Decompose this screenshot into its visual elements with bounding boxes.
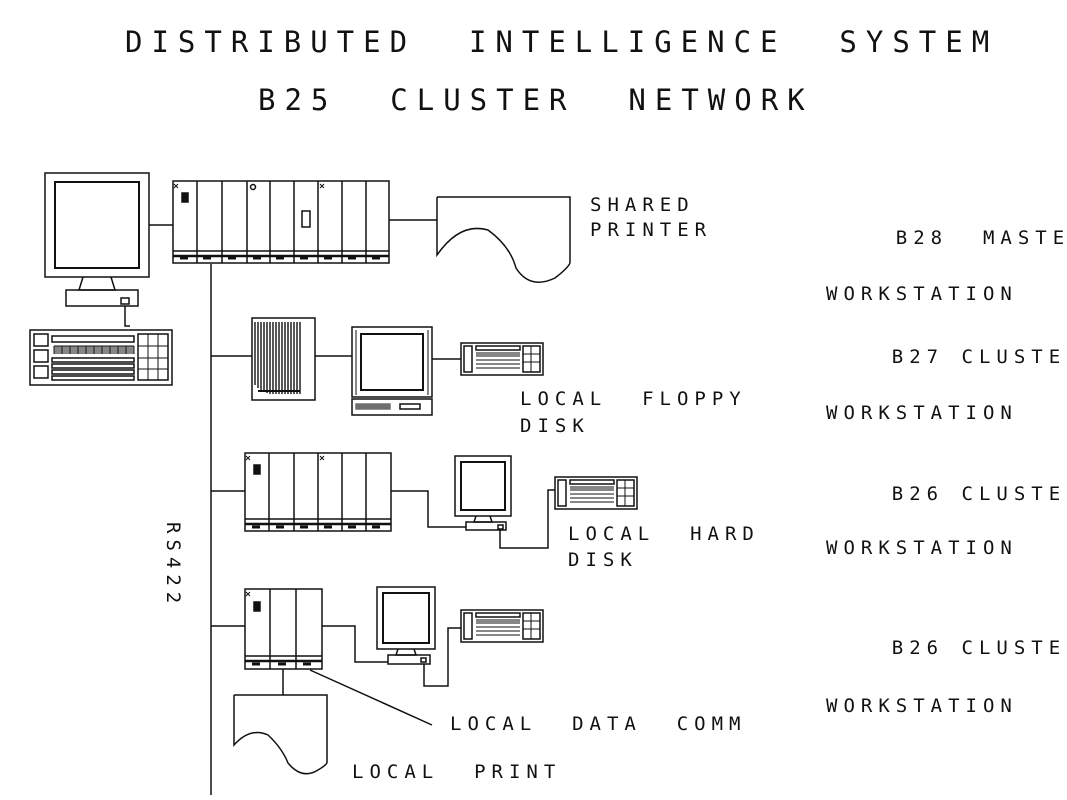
local-data-comm-pointer [310, 670, 432, 725]
b26-cabinet-1 [245, 453, 391, 531]
workstation-type: WORKSTATION [826, 402, 1018, 424]
workstation-b26-2-label: B26 CLUSTER WORKSTATION [822, 620, 1067, 716]
workstation-role: CLUSTER [961, 346, 1067, 368]
b27-monitor [352, 327, 432, 415]
workstation-type: WORKSTATION [826, 283, 1018, 305]
local-print-label: LOCAL PRINT [352, 761, 562, 783]
workstation-role: CLUSTER [961, 483, 1067, 505]
rs422-label: RS422 [162, 522, 184, 610]
local-floppy-label: LOCAL FLOPPY DISK [520, 388, 747, 437]
b26-2-monitor [377, 587, 435, 664]
b26-1-monitor-link [391, 491, 466, 527]
local-hard-label: LOCAL HARD DISK [568, 523, 760, 571]
shared-printer [437, 197, 570, 282]
master-monitor [45, 173, 149, 306]
diagram-subtitle: B25 CLUSTER NETWORK [258, 83, 814, 117]
workstation-model: B28 [895, 227, 949, 249]
b26-2-keyboard-cable [424, 628, 461, 686]
workstation-type: WORKSTATION [826, 695, 1018, 717]
local-data-comm-label: LOCAL DATA COMM [450, 713, 747, 735]
master-keyboard [30, 330, 172, 385]
workstation-b26-1-label: B26 CLUSTER WORKSTATION [822, 466, 1067, 558]
floppy-disk-unit [252, 318, 315, 400]
workstation-b27-label: B27 CLUSTER WORKSTATION [822, 329, 1067, 423]
workstation-model: B26 [891, 637, 945, 659]
local-printer [234, 695, 327, 774]
b26-1-keyboard-cable [500, 490, 555, 548]
workstation-model: B26 [891, 483, 945, 505]
b26-1-keyboard [555, 477, 637, 509]
shared-printer-label: SHARED PRINTER [590, 194, 713, 241]
b26-2-monitor-link [322, 626, 388, 662]
workstation-model: B27 [891, 346, 945, 368]
rs422-bus-line [211, 264, 252, 795]
diagram-title: DISTRIBUTED INTELLIGENCE SYSTEM [125, 25, 999, 59]
b26-1-monitor [455, 456, 511, 530]
master-cabinet [173, 181, 389, 263]
workstation-type: WORKSTATION [826, 537, 1018, 559]
b26-cabinet-2 [245, 589, 322, 669]
b27-keyboard [461, 343, 543, 375]
workstation-role: CLUSTER [961, 637, 1067, 659]
workstation-b28-label: B28 MASTER WORKSTATION [826, 210, 1067, 304]
master-keyboard-cable [125, 306, 130, 326]
workstation-role: MASTER [982, 227, 1067, 249]
b26-2-keyboard [461, 610, 543, 642]
